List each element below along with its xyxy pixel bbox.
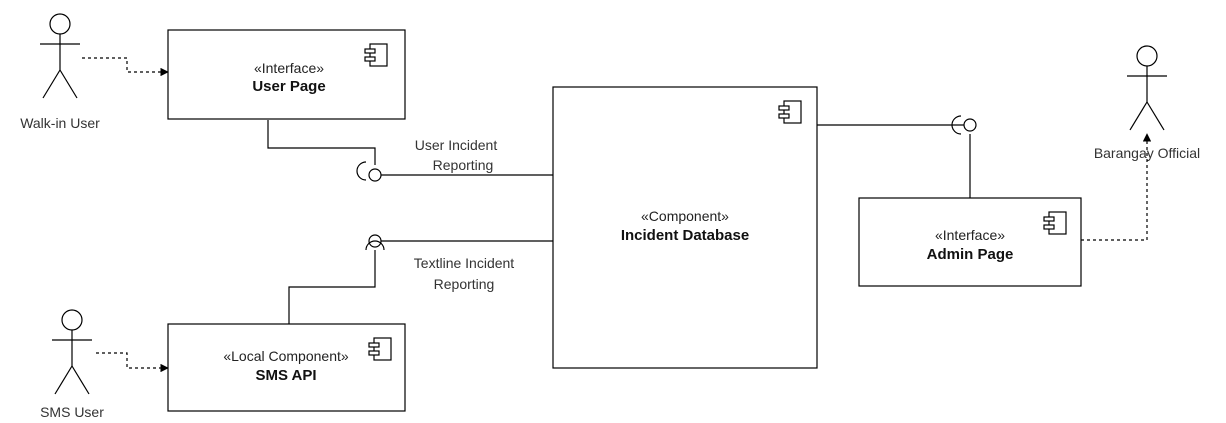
component-sms-api[interactable]: «Local Component» SMS API xyxy=(167,323,406,412)
interface-textline-incident-reporting[interactable]: Textline Incident Reporting xyxy=(288,234,553,324)
socket-icon xyxy=(365,240,385,251)
actor-sms-user[interactable]: SMS User xyxy=(40,309,104,420)
socket-icon xyxy=(951,115,962,135)
component-stereotype: «Interface» xyxy=(935,227,1005,243)
component-name: Admin Page xyxy=(927,246,1014,263)
walk-in-user-to-user-page-dependency xyxy=(82,57,169,77)
sms-user-to-sms-api-dependency xyxy=(96,352,169,373)
component-name: User Page xyxy=(252,78,325,95)
component-incident-database[interactable]: «Component» Incident Database xyxy=(552,86,818,369)
component-admin-page[interactable]: «Interface» Admin Page xyxy=(858,197,1082,287)
admin-page-to-barangay-official-dependency xyxy=(1081,133,1152,241)
interface-label-line-2: Reporting xyxy=(434,276,495,292)
actor-label: SMS User xyxy=(40,404,104,420)
component-icon xyxy=(368,337,392,361)
component-user-page[interactable]: «Interface» User Page xyxy=(167,29,406,120)
component-name: Incident Database xyxy=(621,227,749,244)
component-icon xyxy=(364,43,388,67)
actor-walk-in-user[interactable]: Walk-in User xyxy=(20,13,100,131)
lollipop-icon xyxy=(963,118,977,132)
component-stereotype: «Interface» xyxy=(254,60,324,76)
interface-admin[interactable] xyxy=(817,115,977,198)
interface-label-line-2: Reporting xyxy=(433,157,494,173)
component-stereotype: «Local Component» xyxy=(223,348,349,364)
required-interface-connector xyxy=(288,250,376,324)
interface-label-line-1: User Incident xyxy=(415,137,498,153)
actor-label: Walk-in User xyxy=(20,115,100,131)
required-interface-connector xyxy=(267,120,376,165)
component-stereotype: «Component» xyxy=(641,208,729,224)
component-icon xyxy=(1043,211,1067,235)
socket-icon xyxy=(356,161,367,181)
interface-label-line-1: Textline Incident xyxy=(414,255,515,271)
component-name: SMS API xyxy=(255,367,316,384)
component-icon xyxy=(778,100,802,124)
lollipop-icon xyxy=(368,168,382,182)
interface-user-incident-reporting[interactable]: User Incident Reporting xyxy=(267,120,553,182)
